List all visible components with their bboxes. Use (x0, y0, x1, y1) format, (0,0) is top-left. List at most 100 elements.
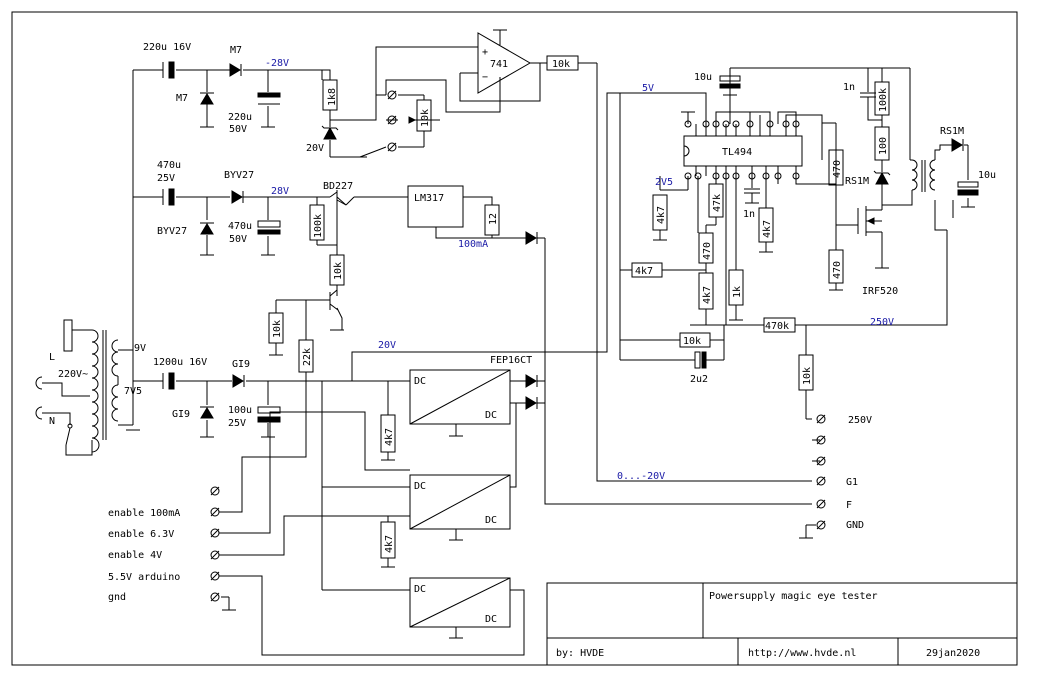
label-r470k: 470k (765, 321, 789, 332)
capacitor-100u-25v (257, 406, 281, 423)
label-rs1m-b: RS1M (845, 176, 869, 187)
terminals-output (816, 414, 826, 530)
resistor-10k-250v (798, 354, 814, 391)
diode-byv27-series (231, 190, 244, 204)
label-byv27a: BYV27 (224, 170, 254, 181)
label-c2u2: 2u2 (690, 374, 708, 385)
label-gi9a: GI9 (232, 359, 250, 370)
label-r470a: 470 (832, 160, 843, 178)
label-dc3-out: DC (485, 614, 497, 625)
label-m7b: M7 (176, 93, 188, 104)
zener-20v (321, 125, 339, 140)
label-terminal-250v: 250V (848, 415, 872, 426)
label-v28: 28V (271, 186, 289, 197)
label-r4k7e: 4k7 (635, 266, 653, 277)
capacitor-220u-16v (160, 61, 175, 79)
tl494-pin-dots (684, 120, 800, 180)
transformer-mains (63, 319, 119, 453)
label-r10k-d: 10k (683, 336, 701, 347)
label-r100k: 100k (313, 214, 324, 238)
transistor-bd227 (329, 190, 355, 206)
diode-m7-shunt (200, 92, 214, 105)
label-c220u-50: 220u (228, 112, 252, 123)
ground-symbols (126, 29, 975, 639)
label-terminal-g1: G1 (846, 477, 858, 488)
label-n: N (49, 416, 55, 427)
svg-text:−: − (482, 72, 488, 83)
label-gnd: gnd (108, 592, 126, 603)
label-irf520: IRF520 (862, 286, 898, 297)
capacitor-10u-output (957, 181, 979, 196)
label-range: 0...-20V (617, 471, 665, 482)
diode-lm317-out (525, 231, 538, 245)
zener-rs1m-gate (873, 170, 891, 185)
title-block: Powersupply magic eye tester by: HVDE ht… (546, 582, 1018, 666)
label-r47k: 47k (712, 194, 723, 212)
resistor-100k-snubber (874, 81, 890, 116)
label-r10k-c: 10k (272, 320, 283, 338)
diode-byv27-shunt (200, 222, 214, 235)
label-v25a: 25V (157, 173, 175, 184)
label-enable-6v3: enable 6.3V (108, 529, 174, 540)
label-tl494: TL494 (722, 147, 752, 158)
label-r100: 100 (878, 137, 889, 155)
capacitor-10u-top (719, 75, 741, 89)
label-c1200: 1200u 16V (153, 357, 207, 368)
drawing-date: 29jan2020 (926, 648, 980, 659)
resistor-1k (728, 269, 744, 306)
resistor-100k-bd227 (309, 204, 325, 241)
dcdc-converter-1 (409, 369, 511, 425)
capacitor-2u2 (694, 351, 707, 369)
label-r1k: 1k (732, 286, 743, 298)
resistor-47k (708, 183, 724, 218)
label-l: L (49, 352, 55, 363)
label-lm317: LM317 (414, 193, 444, 204)
label-c10u-a: 10u (694, 72, 712, 83)
diode-fep16ct-a (525, 374, 538, 388)
label-terminal-f: F (846, 500, 852, 511)
label-dc3-in: DC (414, 584, 426, 595)
label-c1n-b: 1n (843, 82, 855, 93)
label-100ma: 100mA (458, 239, 488, 250)
label-r10k-pot: 10k (420, 109, 431, 127)
label-r1k8: 1k8 (327, 88, 338, 106)
dcdc-converter-3 (409, 577, 511, 628)
label-enable-100ma: enable 100mA (108, 508, 180, 519)
label-r4k7b: 4k7 (384, 535, 395, 553)
drawing-author: by: HVDE (556, 648, 604, 659)
label-c1n-a: 1n (743, 209, 755, 220)
mosfet-irf520 (857, 205, 883, 236)
label-rs1m-a: RS1M (940, 126, 964, 137)
capacitor-470u-50v (257, 220, 281, 235)
resistor-10k-bd227 (329, 254, 345, 286)
regulator-lm317 (407, 185, 464, 228)
capacitor-1200u-16v (160, 372, 175, 390)
label-r22k: 22k (302, 348, 313, 366)
resistor-4k7-dc1 (380, 414, 396, 453)
drawing-title: Powersupply magic eye tester (709, 591, 878, 602)
resistor-22k (298, 339, 314, 373)
wires (42, 30, 969, 656)
opamp-741: + − (477, 32, 532, 94)
resistor-470-fb (698, 232, 714, 264)
label-v25b: 25V (228, 418, 246, 429)
resistor-470-gate (828, 149, 844, 186)
ic-tl494 (683, 135, 803, 167)
label-9v: 9V (134, 343, 146, 354)
label-5v: 5V (642, 83, 654, 94)
label-c470a: 470u (157, 160, 181, 171)
diode-m7-series (229, 63, 242, 77)
label-byv27b: BYV27 (157, 226, 187, 237)
label-r10k-e: 10k (802, 367, 813, 385)
label-r4k7c: 4k7 (656, 206, 667, 224)
label-c100u: 100u (228, 405, 252, 416)
label-opamp: 741 (490, 59, 508, 70)
label-terminal-gnd: GND (846, 520, 864, 531)
component-labels: 220u 16V M7 M7 -28V 220u 50V 1k8 20V 10k… (49, 42, 996, 625)
label-250v: 250V (870, 317, 894, 328)
transistor-small (329, 289, 339, 311)
label-r12: 12 (488, 213, 499, 225)
label-220v: 220V~ (58, 369, 88, 380)
resistor-4k7-2v5 (652, 194, 668, 231)
label-m7a: M7 (230, 45, 242, 56)
